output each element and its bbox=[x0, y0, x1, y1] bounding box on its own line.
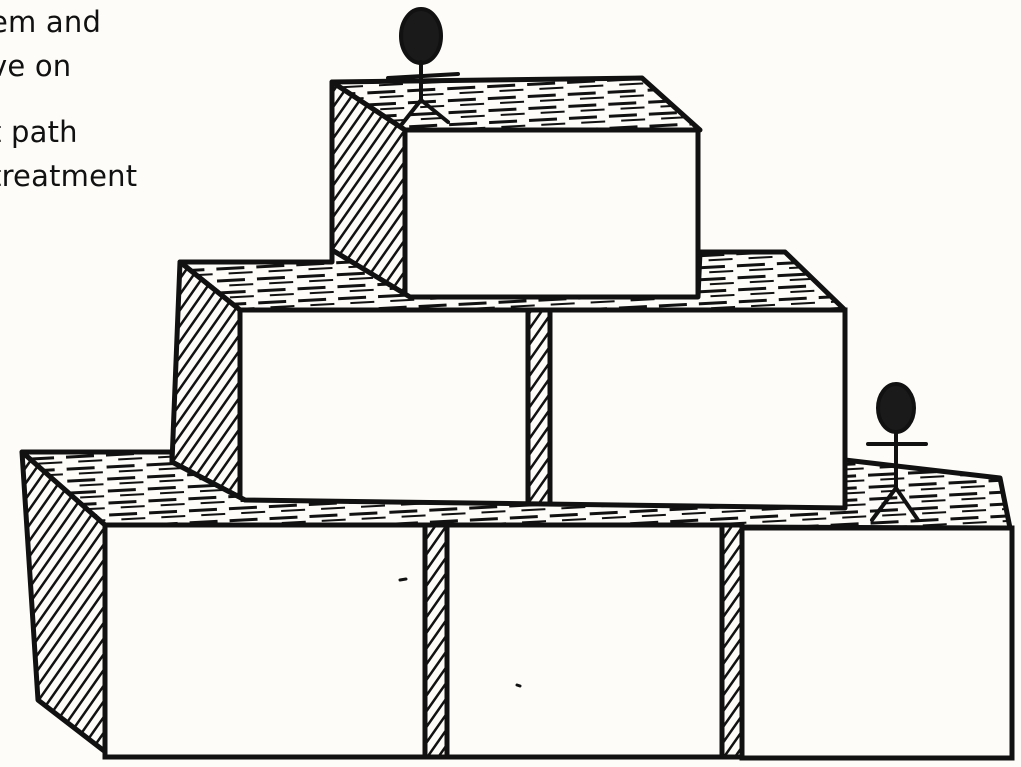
block-top bbox=[332, 78, 700, 297]
